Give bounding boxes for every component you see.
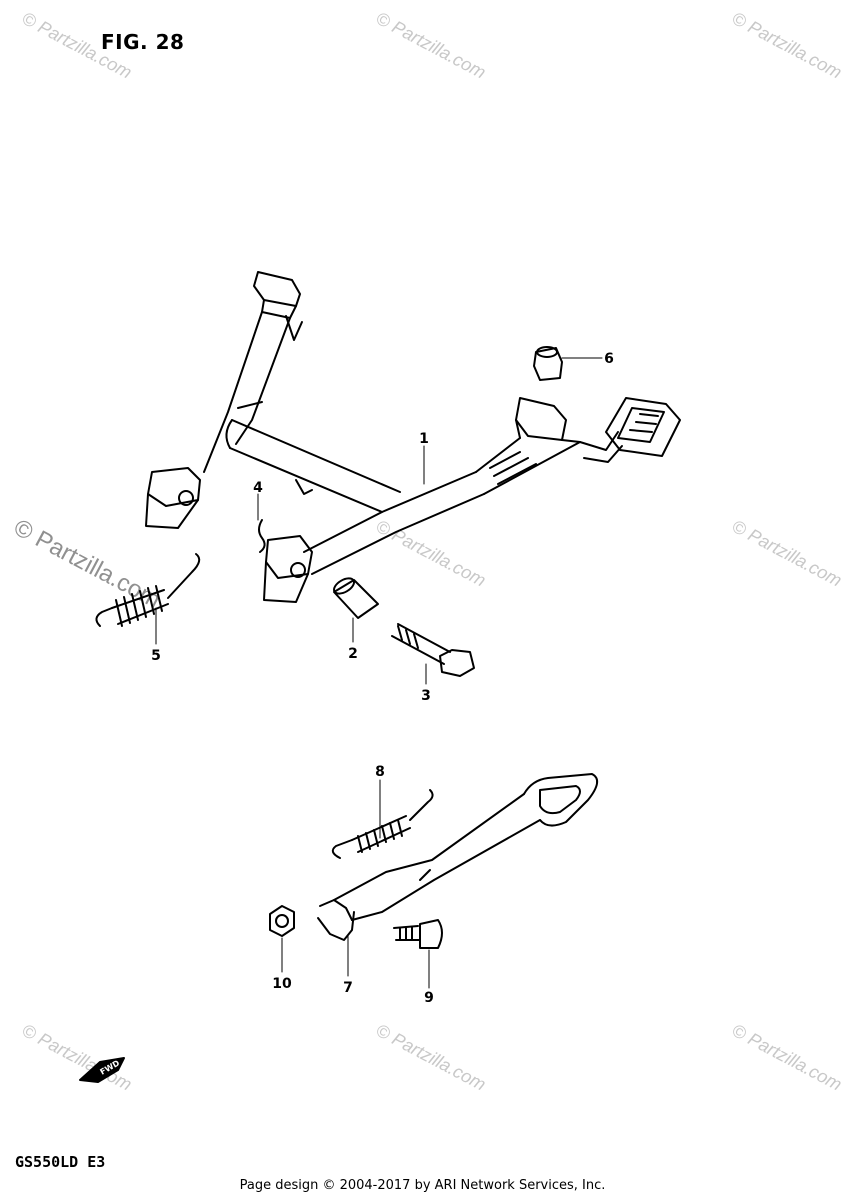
- figure-title: FIG. 28: [101, 30, 185, 54]
- callout-number: 3: [421, 688, 431, 704]
- callout-number: 9: [424, 990, 434, 1006]
- rubber-cap-part: [533, 346, 563, 381]
- side-spring-part: [331, 789, 434, 859]
- collar-part: [333, 577, 379, 619]
- callout-number: 4: [253, 480, 263, 496]
- callout-number: 6: [604, 351, 614, 367]
- direction-arrow-icon: [79, 1057, 125, 1083]
- callout-number: 8: [375, 764, 385, 780]
- callout-number: 1: [419, 431, 429, 447]
- nut-part: [269, 905, 295, 937]
- leader-lines: [155, 357, 603, 989]
- center-stand-part: [145, 271, 681, 603]
- callout-number: 2: [348, 646, 358, 662]
- side-stand-part: [317, 773, 599, 941]
- pivot-bolt-part: [393, 919, 443, 949]
- callout-number: 10: [272, 976, 292, 992]
- page-footer: Page design © 2004-2017 by ARI Network S…: [239, 1178, 606, 1193]
- callout-number: 7: [343, 980, 353, 996]
- model-code: GS550LD E3: [15, 1153, 106, 1171]
- clip-part: [258, 519, 266, 553]
- spring-part: [95, 553, 201, 627]
- callout-number: 5: [151, 648, 161, 664]
- bolt-part: [391, 623, 475, 677]
